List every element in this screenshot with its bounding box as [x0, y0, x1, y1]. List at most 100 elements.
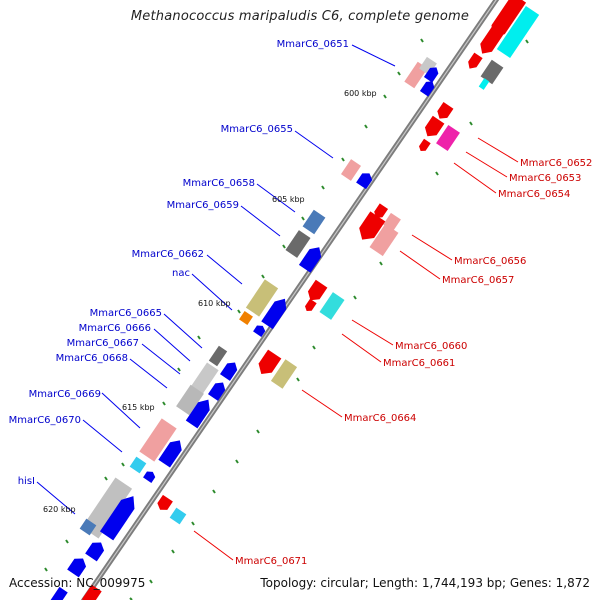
- leader-line: [163, 313, 203, 349]
- gene-block-cyan: [478, 78, 490, 90]
- leader-line: [351, 44, 396, 67]
- gene-arrow-red: [480, 26, 504, 54]
- gene-arrow-blue: [261, 298, 287, 330]
- leader-line: [193, 530, 234, 561]
- gene-label[interactable]: MmarC6_0656: [454, 256, 526, 267]
- gene-label[interactable]: MmarC6_0654: [498, 189, 570, 200]
- gene-label[interactable]: MmarC6_0664: [344, 413, 416, 424]
- gene-arrow-blue: [185, 399, 210, 429]
- forward-leader-lines: [36, 44, 396, 515]
- tick-mark: [435, 171, 439, 176]
- gene-label[interactable]: MmarC6_0659: [167, 200, 239, 211]
- tick-mark: [282, 244, 286, 249]
- gene-block-grey: [419, 56, 437, 76]
- gene-block-darkgrey: [208, 345, 228, 367]
- gene-label[interactable]: MmarC6_0670: [9, 415, 81, 426]
- gene-arrow-red: [491, 0, 527, 38]
- leader-line: [256, 183, 296, 213]
- leader-line: [206, 254, 243, 285]
- gene-block-cyan: [319, 292, 345, 320]
- gene-arrow-red: [307, 279, 328, 301]
- gene-block-steelblue: [79, 518, 97, 536]
- gene-block-steelblue: [302, 209, 326, 235]
- leader-line: [411, 234, 453, 261]
- gene-label[interactable]: hisI: [18, 476, 35, 487]
- gene-label[interactable]: MmarC6_0666: [79, 323, 151, 334]
- gene-label[interactable]: nac: [172, 268, 190, 279]
- genome-title: Methanococcus maripaludis C6, complete g…: [130, 9, 470, 24]
- gene-arrow-red: [82, 584, 102, 600]
- gene-label[interactable]: MmarC6_0657: [442, 275, 514, 286]
- reverse-leader-lines: [193, 137, 519, 561]
- gene-block-khaki: [270, 359, 298, 389]
- gene-label[interactable]: MmarC6_0669: [29, 389, 101, 400]
- leader-line: [101, 392, 141, 429]
- gene-arrow-red: [305, 298, 317, 311]
- gene-arrow-red: [374, 203, 389, 218]
- gene-block-khaki: [245, 279, 279, 317]
- tick-mark: [212, 489, 216, 494]
- gene-label[interactable]: MmarC6_0665: [90, 308, 162, 319]
- tick-mark: [177, 367, 181, 372]
- position-label-620: 620 kbp: [43, 505, 76, 514]
- gene-label[interactable]: MmarC6_0653: [509, 173, 581, 184]
- leader-line: [240, 205, 281, 237]
- gene-arrow-red: [258, 349, 282, 374]
- tick-mark: [341, 157, 345, 162]
- gene-label[interactable]: MmarC6_0658: [183, 178, 255, 189]
- forward-gene-labels: MmarC6_0651 MmarC6_0655 MmarC6_0658 Mmar…: [9, 39, 349, 487]
- reverse-strand-features: [82, 0, 540, 600]
- tick-mark: [149, 579, 153, 584]
- leader-line: [129, 358, 168, 389]
- leader-line: [153, 328, 191, 362]
- gene-arrow-red: [419, 138, 431, 151]
- tick-mark: [162, 401, 166, 406]
- gene-label[interactable]: MmarC6_0651: [277, 39, 349, 50]
- tick-mark: [364, 124, 368, 129]
- gene-arrow-blue: [207, 382, 226, 401]
- tick-mark: [301, 216, 305, 221]
- tick-mark: [191, 521, 195, 526]
- leader-line: [453, 162, 497, 194]
- gene-label[interactable]: MmarC6_0671: [235, 556, 307, 567]
- gene-block-pink: [340, 159, 362, 181]
- position-label-600: 600 kbp: [344, 89, 377, 98]
- gene-label[interactable]: MmarC6_0660: [395, 341, 467, 352]
- tick-marks: [44, 38, 529, 600]
- gene-arrow-blue: [356, 173, 373, 190]
- forward-strand-features: [48, 56, 439, 600]
- gene-arrow-blue: [67, 558, 87, 578]
- gene-block-pink: [139, 418, 177, 462]
- gene-label[interactable]: MmarC6_0655: [221, 124, 293, 135]
- gene-block-orange: [239, 311, 253, 325]
- gene-arrow-red: [424, 115, 445, 137]
- position-label-615: 615 kbp: [122, 403, 155, 412]
- gene-label[interactable]: MmarC6_0667: [67, 338, 139, 349]
- position-label-610: 610 kbp: [198, 299, 231, 308]
- gene-block-cyan: [169, 507, 187, 525]
- gene-block-cyan: [129, 456, 147, 474]
- leader-line: [399, 250, 441, 280]
- tick-mark: [353, 295, 357, 300]
- gene-arrow-blue: [219, 362, 238, 381]
- gene-arrow-blue: [423, 67, 439, 83]
- gene-arrow-blue: [143, 471, 156, 483]
- gene-block-grey: [81, 477, 133, 539]
- gene-label[interactable]: MmarC6_0661: [383, 358, 455, 369]
- gene-arrow-blue: [158, 440, 182, 468]
- tick-mark: [104, 476, 108, 481]
- leader-line: [191, 273, 233, 311]
- gene-label[interactable]: MmarC6_0668: [56, 353, 128, 364]
- leader-line: [341, 333, 382, 363]
- gene-label[interactable]: MmarC6_0662: [132, 249, 204, 260]
- tick-mark: [296, 377, 300, 382]
- gene-arrow-blue: [253, 325, 266, 337]
- tick-mark: [235, 459, 239, 464]
- tick-mark: [420, 38, 424, 43]
- position-label-605: 605 kbp: [272, 195, 305, 204]
- tick-mark: [237, 309, 241, 314]
- tick-mark: [312, 345, 316, 350]
- gene-label[interactable]: MmarC6_0652: [520, 158, 592, 169]
- leader-line: [351, 319, 394, 346]
